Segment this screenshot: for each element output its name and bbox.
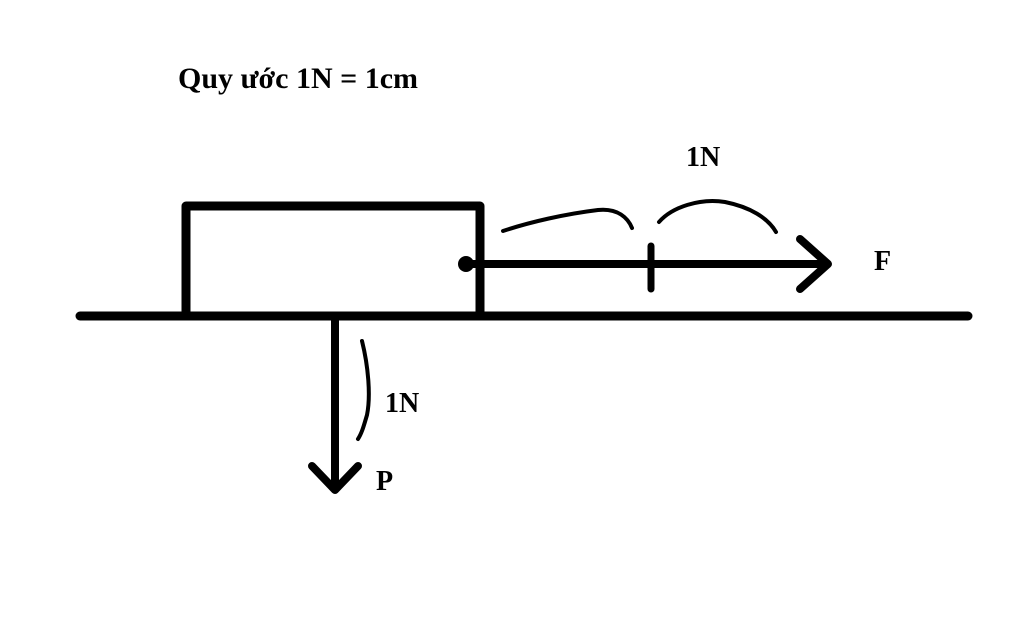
force-f-brace-2 [657, 199, 778, 234]
force-p-label: P [376, 466, 393, 497]
force-f-brace-1 [501, 207, 634, 233]
force-p-unit-label: 1N [385, 388, 419, 419]
force-f-arrowhead [796, 235, 832, 293]
block [181, 201, 485, 321]
scale-convention-title: Quy ước 1N = 1cm [178, 62, 418, 95]
force-f-label: F [874, 246, 891, 277]
force-p-brace [356, 339, 371, 441]
force-f-unit-label: 1N [686, 142, 720, 173]
force-p-arrowhead [308, 462, 362, 494]
